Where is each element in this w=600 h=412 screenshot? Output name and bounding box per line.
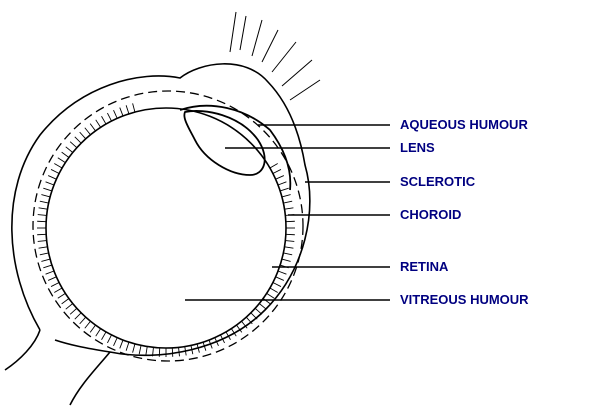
- retina-hatch-mark: [178, 347, 180, 357]
- sclera-outline: [11, 63, 311, 357]
- retina-hatch-mark: [258, 303, 267, 310]
- label-choroid: CHOROID: [400, 207, 462, 222]
- retina-hatch-mark: [79, 131, 87, 140]
- retina-hatch-mark: [50, 169, 60, 174]
- retina-hatch-mark: [152, 347, 154, 357]
- retina-hatch-mark: [113, 337, 118, 347]
- retina-hatch-mark: [79, 316, 87, 325]
- retina-hatch-mark: [61, 298, 70, 305]
- retina-hatch-mark: [277, 181, 287, 186]
- retina-hatch-mark: [225, 331, 231, 340]
- retina-hatch-mark: [208, 339, 213, 349]
- retina-hatch-mark: [61, 151, 70, 158]
- retina-hatch-mark: [65, 303, 74, 310]
- retina-hatch-mark: [269, 287, 278, 293]
- retina-hatch-mark: [54, 287, 63, 293]
- retina-hatch-mark: [37, 214, 47, 216]
- retina-hatch-mark: [37, 240, 47, 242]
- retina-hatch-mark: [125, 341, 130, 351]
- retina-hatch-mark: [275, 175, 285, 180]
- retina-hatch-mark: [65, 146, 74, 153]
- optic-nerve: [4, 329, 111, 406]
- retina-hatch-mark: [89, 324, 96, 333]
- retina-hatch-mark: [39, 200, 49, 204]
- pointer-lines: [185, 124, 390, 301]
- choroid-layer: [32, 90, 304, 362]
- retina-hatch-mark: [281, 258, 291, 262]
- retina-hatch-mark: [84, 320, 91, 329]
- light-rays: [229, 11, 321, 101]
- retina-hatch-mark: [107, 112, 112, 122]
- retina-hatch-mark: [283, 200, 293, 204]
- retina-hatch-mark: [74, 136, 82, 144]
- retina-hatch-mark: [138, 345, 142, 355]
- lens: [183, 110, 266, 176]
- retina-hatch-mark: [69, 141, 78, 149]
- retina-hatch-mark: [184, 346, 187, 356]
- retina-hatch-mark: [74, 312, 82, 320]
- retina-hatch-mark: [119, 339, 124, 349]
- retina-hatch-mark: [125, 105, 130, 115]
- retina-hatch-mark: [89, 123, 96, 132]
- retina-hatch-mark: [214, 337, 219, 347]
- retina-hatch-mark: [236, 324, 243, 333]
- retina-hatch-mark: [47, 175, 57, 180]
- retina-hatch-mark: [45, 181, 55, 186]
- retina-hatch-mark: [54, 163, 63, 169]
- retina-hatch-mark: [202, 341, 207, 351]
- retina-hatch-mark: [119, 107, 124, 117]
- retina-hatch-mark: [241, 320, 248, 329]
- retina-hatch-mark: [196, 343, 200, 353]
- retina-hatch-mark: [266, 292, 275, 299]
- retina-hatch-mark: [272, 169, 282, 174]
- retina-hatch-mark: [275, 276, 285, 281]
- label-sclerotic: SCLEROTIC: [400, 174, 476, 189]
- retina-hatch-mark: [69, 307, 78, 315]
- retina-hatch-mark: [47, 276, 57, 281]
- label-vitreous-humour: VITREOUS HUMOUR: [400, 292, 529, 307]
- retina-hatch-mark: [190, 345, 194, 355]
- retina-hatch-mark: [45, 270, 55, 275]
- retina-hatch-mark: [285, 240, 295, 242]
- retina-hatch-mark: [43, 264, 53, 269]
- label-aqueous-humour: AQUEOUS HUMOUR: [400, 117, 528, 132]
- retina-hatch-mark: [38, 246, 48, 249]
- retina-hatch-mark: [107, 334, 112, 344]
- retina-hatch-mark: [101, 116, 107, 125]
- retina-hatch-mark: [101, 331, 107, 340]
- label-retina: RETINA: [400, 259, 449, 274]
- retina-hatch-mark: [269, 163, 278, 169]
- retina-hatch-mark: [230, 328, 237, 337]
- retina-hatch-mark: [95, 119, 102, 128]
- retina-hatch-mark: [50, 282, 60, 287]
- retina-hatch-mark: [39, 252, 49, 256]
- retina-hatch-mark: [284, 246, 294, 249]
- retina-hatch-mark: [145, 346, 148, 356]
- retina-hatch-mark: [279, 187, 289, 192]
- retina-hatch-mark: [113, 109, 118, 119]
- retina-hatch-mark: [95, 328, 102, 337]
- retina-hatch-mark: [245, 316, 253, 325]
- cornea: [179, 104, 292, 191]
- retina-hatch-mark: [272, 282, 282, 287]
- retina-hatch-mark: [250, 312, 258, 320]
- retina-hatch-mark: [220, 334, 225, 344]
- retina-hatch-mark: [284, 207, 294, 210]
- retina-hatch-mark: [41, 194, 51, 198]
- retina-hatch-mark: [277, 270, 287, 275]
- retina-hatch-mark: [254, 307, 263, 315]
- retina-hatch-mark: [132, 103, 136, 113]
- retina-hatch-mark: [57, 157, 66, 164]
- retina-layer: [45, 107, 287, 349]
- retina-hatch-mark: [38, 207, 48, 210]
- retina-hatch-mark: [41, 258, 51, 262]
- retina-hatch-mark: [283, 252, 293, 256]
- retina-hatch-mark: [281, 194, 291, 198]
- retina-hatch-mark: [84, 127, 91, 136]
- label-lens: LENS: [400, 140, 435, 155]
- retina-hatch-mark: [132, 343, 136, 353]
- retina-hatch-mark: [43, 187, 53, 192]
- retina-hatch-mark: [57, 292, 66, 299]
